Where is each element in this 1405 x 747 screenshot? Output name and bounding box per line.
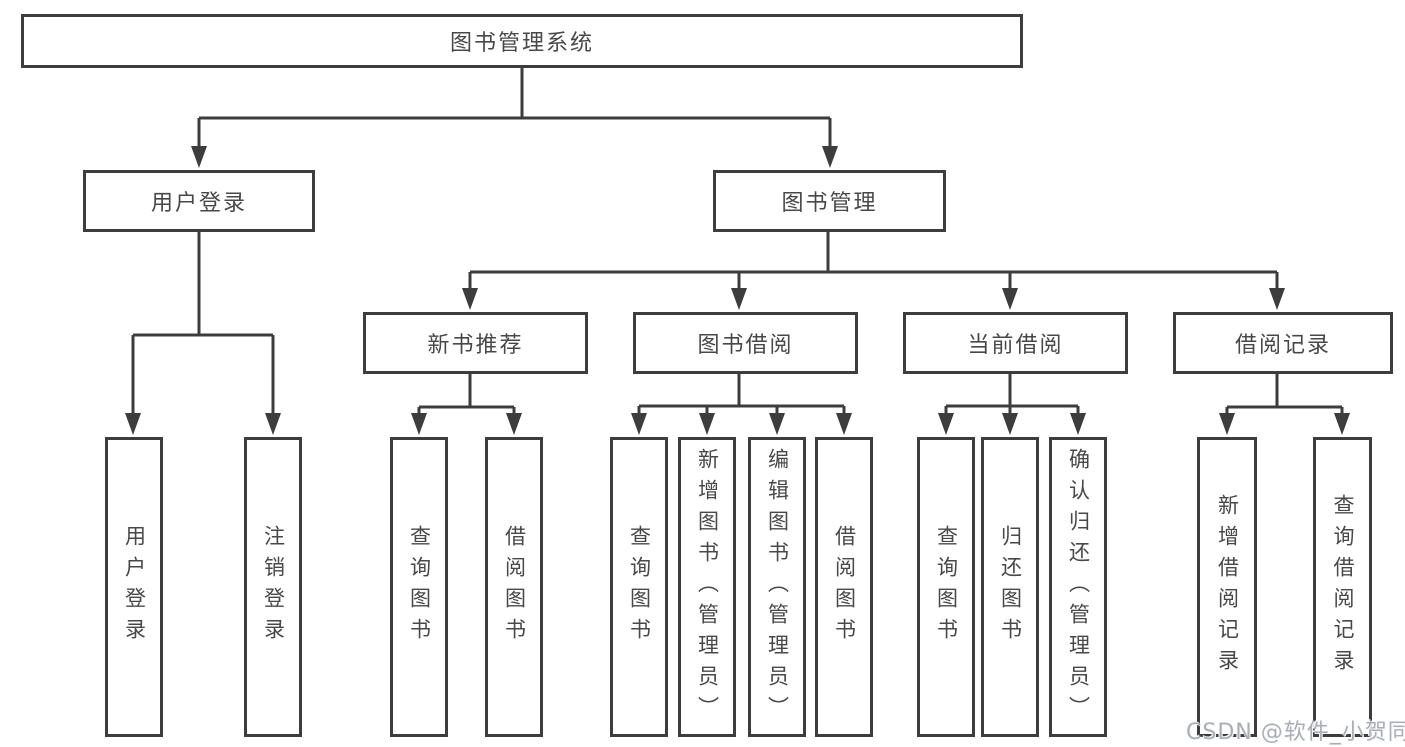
node-borrow-records: 借阅记录 xyxy=(1173,312,1393,374)
node-root-label: 图书管理系统 xyxy=(449,31,594,56)
node-new-book-recommend-label: 新书推荐 xyxy=(427,333,524,358)
leaf-user-login: 用户登录 xyxy=(105,437,163,737)
node-user-login-label: 用户登录 xyxy=(150,191,247,216)
leaf-borrow-books-borrow: 借阅图书 xyxy=(815,437,873,737)
node-book-management-label: 图书管理 xyxy=(781,191,878,216)
leaf-return-books: 归还图书 xyxy=(981,437,1039,737)
leaf-confirm-return-admin: 确认归还（管理员） xyxy=(1049,437,1107,737)
arrowheads xyxy=(125,146,1350,435)
node-book-management: 图书管理 xyxy=(713,170,946,232)
node-book-borrow-label: 图书借阅 xyxy=(697,333,794,358)
watermark-text: CSDN @软件_小贺同学 xyxy=(1186,720,1405,745)
leaf-edit-books-admin: 编辑图书（管理员） xyxy=(748,437,806,737)
leaf-query-books-current: 查询图书 xyxy=(917,437,975,737)
node-user-login: 用户登录 xyxy=(83,170,315,232)
node-current-borrow-label: 当前借阅 xyxy=(967,333,1064,358)
leaf-add-books-admin: 新增图书（管理员） xyxy=(678,437,736,737)
leaf-borrow-books-newbooks: 借阅图书 xyxy=(485,437,543,737)
node-current-borrow: 当前借阅 xyxy=(903,312,1128,374)
node-new-book-recommend: 新书推荐 xyxy=(363,312,588,374)
node-borrow-records-label: 借阅记录 xyxy=(1234,333,1331,358)
node-root-system: 图书管理系统 xyxy=(21,14,1023,68)
tree-edges xyxy=(131,68,1344,418)
leaf-add-borrow-record: 新增借阅记录 xyxy=(1197,437,1257,737)
leaf-query-borrow-record: 查询借阅记录 xyxy=(1313,437,1372,737)
leaf-logout: 注销登录 xyxy=(244,437,302,737)
leaf-query-books-borrow: 查询图书 xyxy=(610,437,668,737)
leaf-query-books-newbooks: 查询图书 xyxy=(390,437,448,737)
node-book-borrow: 图书借阅 xyxy=(633,312,858,374)
